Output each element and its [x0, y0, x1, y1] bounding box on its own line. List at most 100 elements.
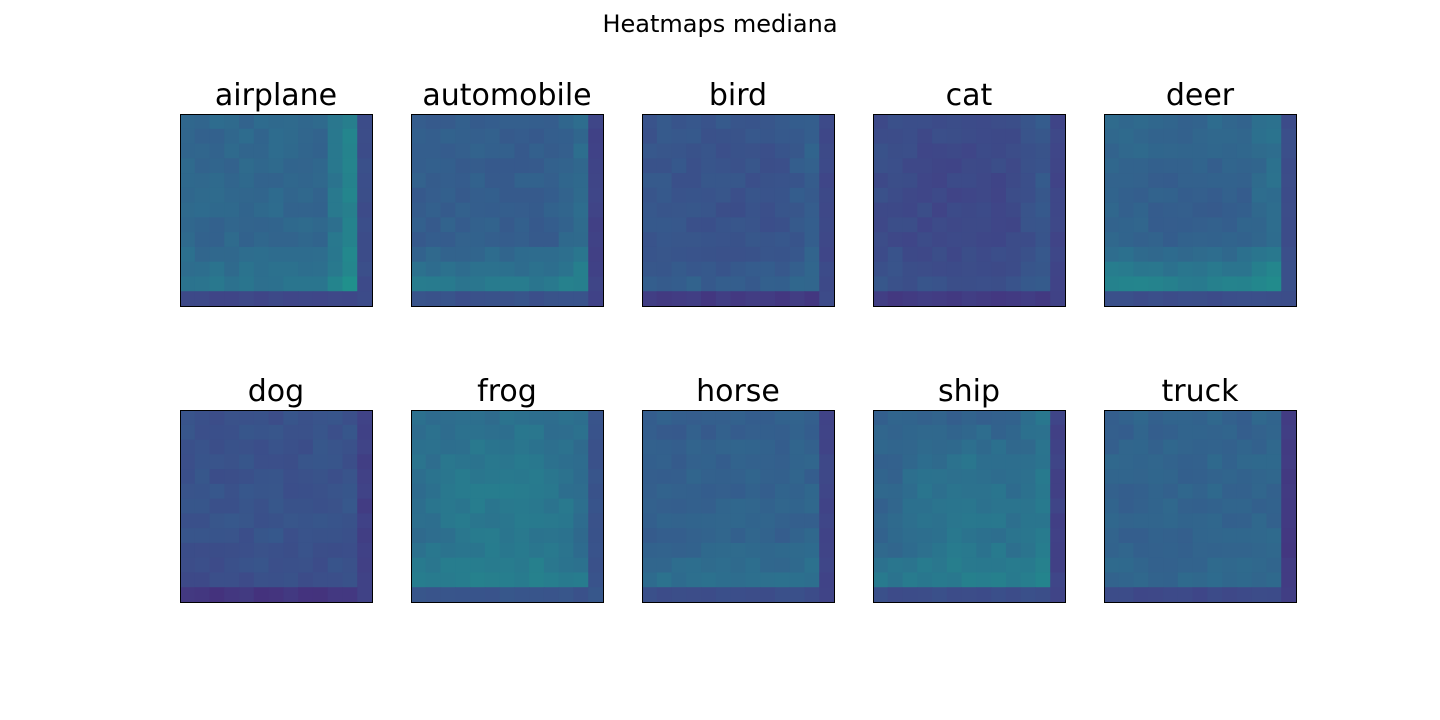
- heatmap-cell: [1104, 217, 1120, 233]
- heatmap-cell: [1118, 128, 1135, 145]
- heatmap-cell: [1222, 542, 1238, 559]
- heatmap-cell: [774, 542, 791, 559]
- heatmap-cell: [1207, 217, 1223, 233]
- heatmap-cell: [283, 187, 299, 204]
- heatmap-cell: [715, 587, 732, 603]
- heatmap-cell: [1281, 542, 1297, 559]
- heatmap-cell: [701, 143, 717, 159]
- heatmap-cell: [573, 114, 589, 130]
- heatmap-cell: [887, 114, 904, 130]
- heatmap-cell: [440, 572, 456, 588]
- heatmap-cell: [1192, 158, 1208, 174]
- heatmap-cell: [976, 143, 992, 159]
- heatmap-cell: [961, 291, 977, 307]
- heatmap-cell: [1035, 454, 1051, 470]
- heatmap-cell: [1266, 246, 1282, 263]
- heatmap-cell: [1222, 557, 1238, 574]
- heatmap-cell: [932, 454, 948, 470]
- heatmap-cell: [642, 202, 658, 218]
- heatmap-cell: [671, 187, 687, 204]
- heatmap-cell: [774, 454, 791, 470]
- heatmap-cell: [239, 246, 255, 263]
- heatmap-cell: [774, 187, 791, 204]
- heatmap-cell: [440, 246, 456, 263]
- heatmap-cell: [686, 276, 702, 292]
- heatmap-cell: [804, 513, 820, 529]
- heatmap-cell: [440, 291, 456, 307]
- heatmap-cell: [715, 291, 732, 307]
- heatmap-cell: [1104, 439, 1120, 455]
- heatmap-cell: [1281, 469, 1297, 485]
- heatmap-cell: [656, 469, 673, 485]
- heatmap-cell: [701, 469, 717, 485]
- heatmap-cell: [1177, 202, 1194, 218]
- heatmap-cell: [239, 572, 255, 588]
- heatmap-cell: [686, 202, 702, 218]
- heatmap-cell: [1050, 513, 1066, 529]
- heatmap-cell: [312, 217, 329, 233]
- heatmap-cell: [1207, 587, 1223, 603]
- heatmap-cell: [1163, 276, 1179, 292]
- heatmap-cell: [440, 513, 456, 529]
- heatmap-cell: [1020, 143, 1037, 159]
- heatmap-cell: [573, 587, 589, 603]
- heatmap-cell: [455, 143, 471, 159]
- heatmap-cell: [1207, 114, 1223, 130]
- heatmap-cell: [804, 276, 820, 292]
- heatmap-cell: [1281, 291, 1297, 307]
- heatmap-cell: [529, 557, 545, 574]
- heatmap-cell: [470, 513, 486, 529]
- heatmap-cell: [558, 513, 575, 529]
- heatmap-cell: [357, 528, 373, 544]
- heatmap-cell: [917, 557, 933, 574]
- heatmap-cell: [789, 454, 806, 470]
- heatmap-cell: [1005, 572, 1022, 588]
- heatmap-cell: [180, 291, 196, 307]
- heatmap-cell: [514, 513, 530, 529]
- heatmap-cell: [440, 542, 456, 559]
- heatmap-cell: [268, 261, 284, 278]
- heatmap-cell: [789, 291, 806, 307]
- heatmap-cell: [529, 513, 545, 529]
- panel-title: ship: [937, 374, 1001, 409]
- heatmap-cell: [543, 410, 560, 426]
- heatmap-cell: [1207, 143, 1223, 159]
- heatmap-cell: [932, 587, 948, 603]
- heatmap-cell: [656, 187, 673, 204]
- heatmap-cell: [543, 276, 560, 292]
- heatmap-cell: [1163, 513, 1179, 529]
- heatmap-cell: [1163, 158, 1179, 174]
- heatmap-cell: [1005, 246, 1022, 263]
- heatmap-cell: [327, 187, 344, 204]
- heatmap-cell: [1148, 143, 1164, 159]
- heatmap-cell: [804, 439, 820, 455]
- heatmap-cell: [671, 217, 687, 233]
- heatmap-cell: [1163, 410, 1179, 426]
- heatmap-cell: [342, 173, 358, 189]
- heatmap-cell: [745, 424, 761, 441]
- heatmap-cell: [917, 528, 933, 544]
- heatmap-cell: [425, 410, 442, 426]
- heatmap-cell: [1148, 469, 1164, 485]
- heatmap-cell: [327, 202, 344, 218]
- heatmap-cell: [1207, 542, 1223, 559]
- heatmap-cell: [298, 483, 314, 500]
- heatmap-cell: [268, 276, 284, 292]
- heatmap-cell: [917, 469, 933, 485]
- heatmap-cell: [819, 232, 835, 248]
- heatmap-cell: [1035, 498, 1051, 514]
- heatmap-cell: [327, 128, 344, 145]
- heatmap-cell: [1251, 261, 1268, 278]
- heatmap-cell: [656, 410, 673, 426]
- heatmap-cell: [873, 276, 889, 292]
- heatmap-cell: [1281, 187, 1297, 204]
- heatmap-cell: [224, 572, 240, 588]
- heatmap-cell: [917, 187, 933, 204]
- heatmap-cell: [209, 483, 225, 500]
- panel-title: deer: [1165, 78, 1235, 113]
- heatmap-cell: [268, 114, 284, 130]
- heatmap-cell: [1005, 291, 1022, 307]
- heatmap-cell: [946, 469, 963, 485]
- heatmap-cell: [671, 439, 687, 455]
- heatmap-cell: [946, 542, 963, 559]
